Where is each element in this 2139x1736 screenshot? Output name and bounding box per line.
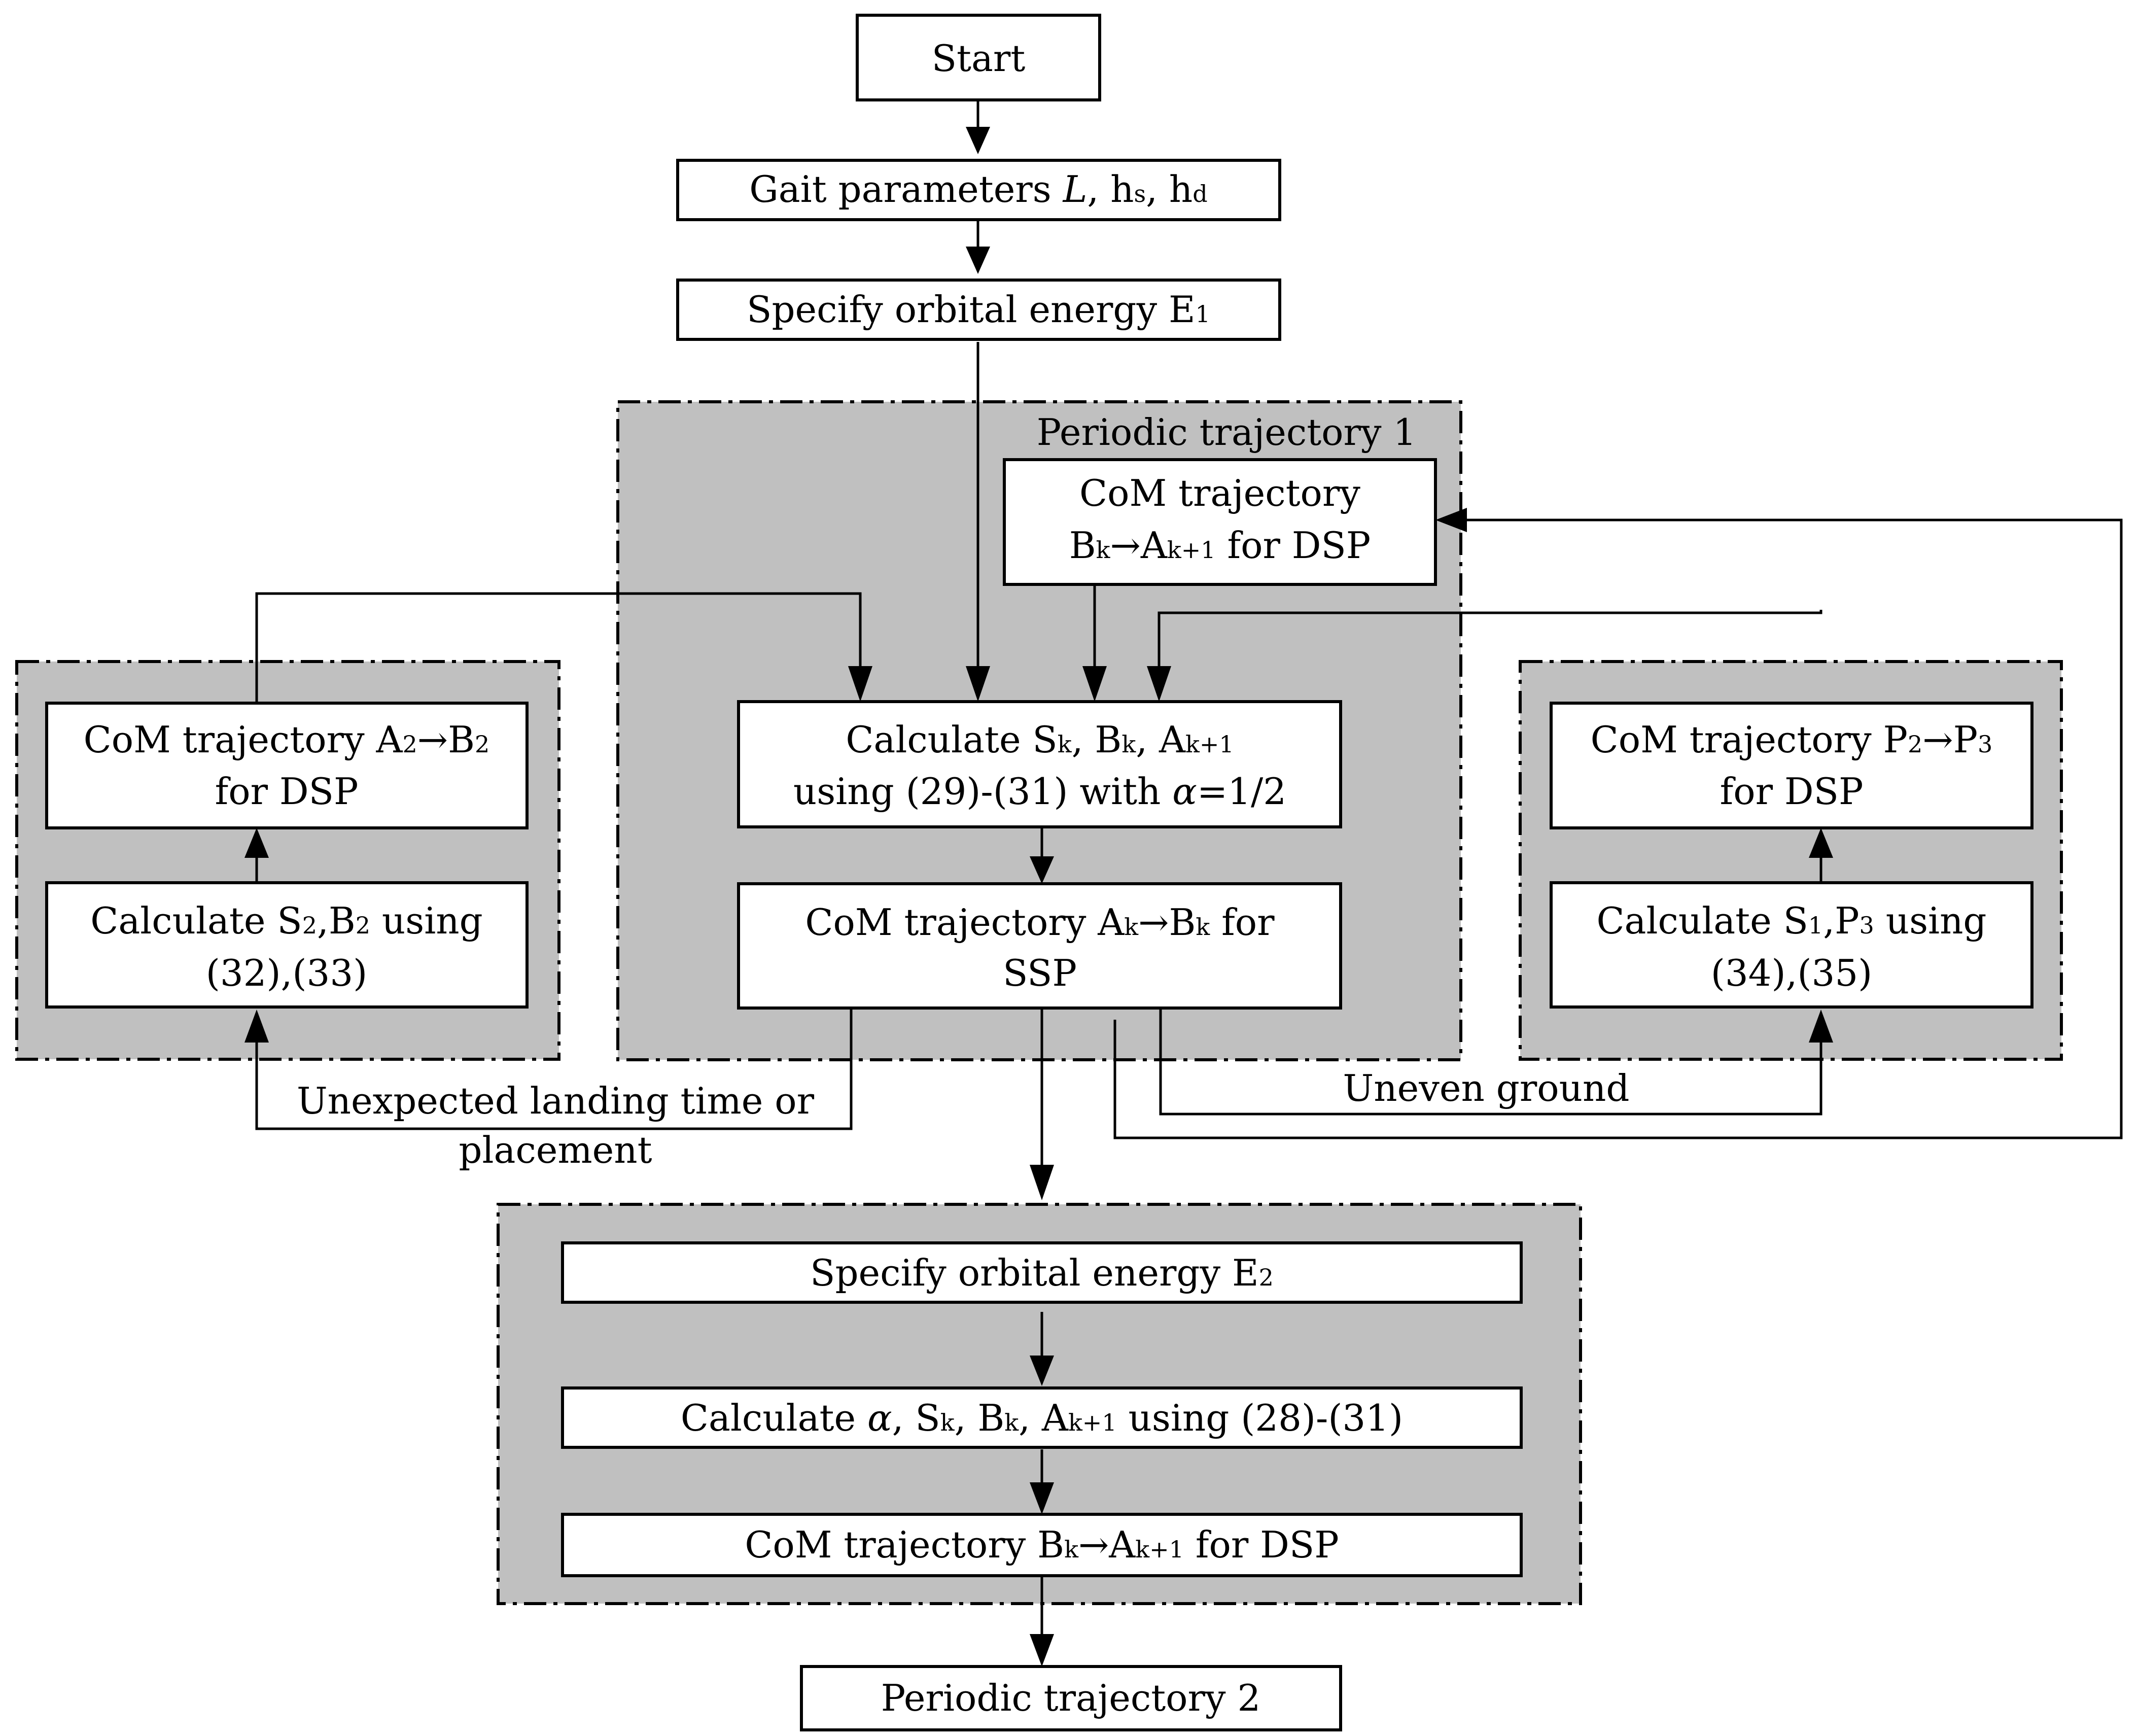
calc-sba-label-line1: Calculate Sk, Bk, Ak+1	[846, 718, 1234, 761]
periodic-trajectory-2-label: Periodic trajectory 2	[881, 1677, 1261, 1719]
gait-parameters-label: Gait parameters L, hs, hd	[749, 168, 1208, 211]
dsp-bottom-label: CoM trajectory Bk→Ak+1 for DSP	[745, 1523, 1339, 1566]
calculate-s2-b2-box	[45, 881, 529, 1009]
specify-energy-1-box	[676, 279, 1281, 341]
arrowheads	[244, 127, 1833, 1666]
left-dsp-label-line1: CoM trajectory A2→B2	[84, 718, 490, 761]
com-trajectory-dsp-top-box	[1003, 458, 1437, 586]
com-trajectory-p2-p3-box	[1550, 702, 2033, 829]
calculate-sk-bk-ak1-box	[737, 700, 1342, 828]
unexpected-landing-label-line1: Unexpected landing time or	[297, 1080, 815, 1122]
right-calc-label-line2: (34),(35)	[1711, 952, 1872, 994]
com-trajectory-a2-b2-box	[45, 702, 529, 829]
dsp-top-label-line2: Bk→Ak+1 for DSP	[1069, 524, 1371, 567]
right-dsp-label-line1: CoM trajectory P2→P3	[1591, 718, 1993, 761]
specify-energy-2-label: Specify orbital energy E2	[810, 1252, 1274, 1294]
calc-sba-label-line2: using (29)-(31) with α=1/2	[793, 770, 1286, 813]
left-calc-label-line2: (32),(33)	[206, 952, 367, 994]
connectors	[255, 100, 2123, 1636]
dsp-top-label-line1: CoM trajectory	[1079, 472, 1360, 514]
calculate-alpha-label: Calculate α, Sk, Bk, Ak+1 using (28)-(31…	[681, 1397, 1403, 1439]
start-box	[856, 14, 1101, 101]
right-calc-label-line1: Calculate S1,P3 using	[1596, 899, 1986, 942]
ssp-label-line2: SSP	[1003, 952, 1077, 994]
right-dsp-label-line2: for DSP	[1720, 770, 1864, 813]
com-trajectory-dsp-bottom-box	[561, 1513, 1523, 1577]
specify-energy-2-box	[561, 1241, 1523, 1304]
left-dsp-label-line2: for DSP	[215, 770, 359, 813]
left-calc-label-line1: Calculate S2,B2 using	[90, 899, 483, 942]
gait-parameters-box	[676, 159, 1281, 221]
uneven-ground-label: Uneven ground	[1343, 1067, 1630, 1109]
calculate-alpha-box	[561, 1386, 1523, 1449]
com-trajectory-ssp-box	[737, 882, 1342, 1010]
periodic-trajectory-1-title: Periodic trajectory 1	[1037, 411, 1417, 454]
calculate-s1-p3-box	[1550, 881, 2033, 1009]
specify-energy-1-label: Specify orbital energy E1	[747, 288, 1210, 331]
start-label: Start	[932, 37, 1026, 80]
periodic-trajectory-2-box	[800, 1665, 1342, 1731]
unexpected-landing-label-line2: placement	[459, 1129, 652, 1171]
ssp-label-line1: CoM trajectory Ak→Bk for	[805, 901, 1275, 944]
